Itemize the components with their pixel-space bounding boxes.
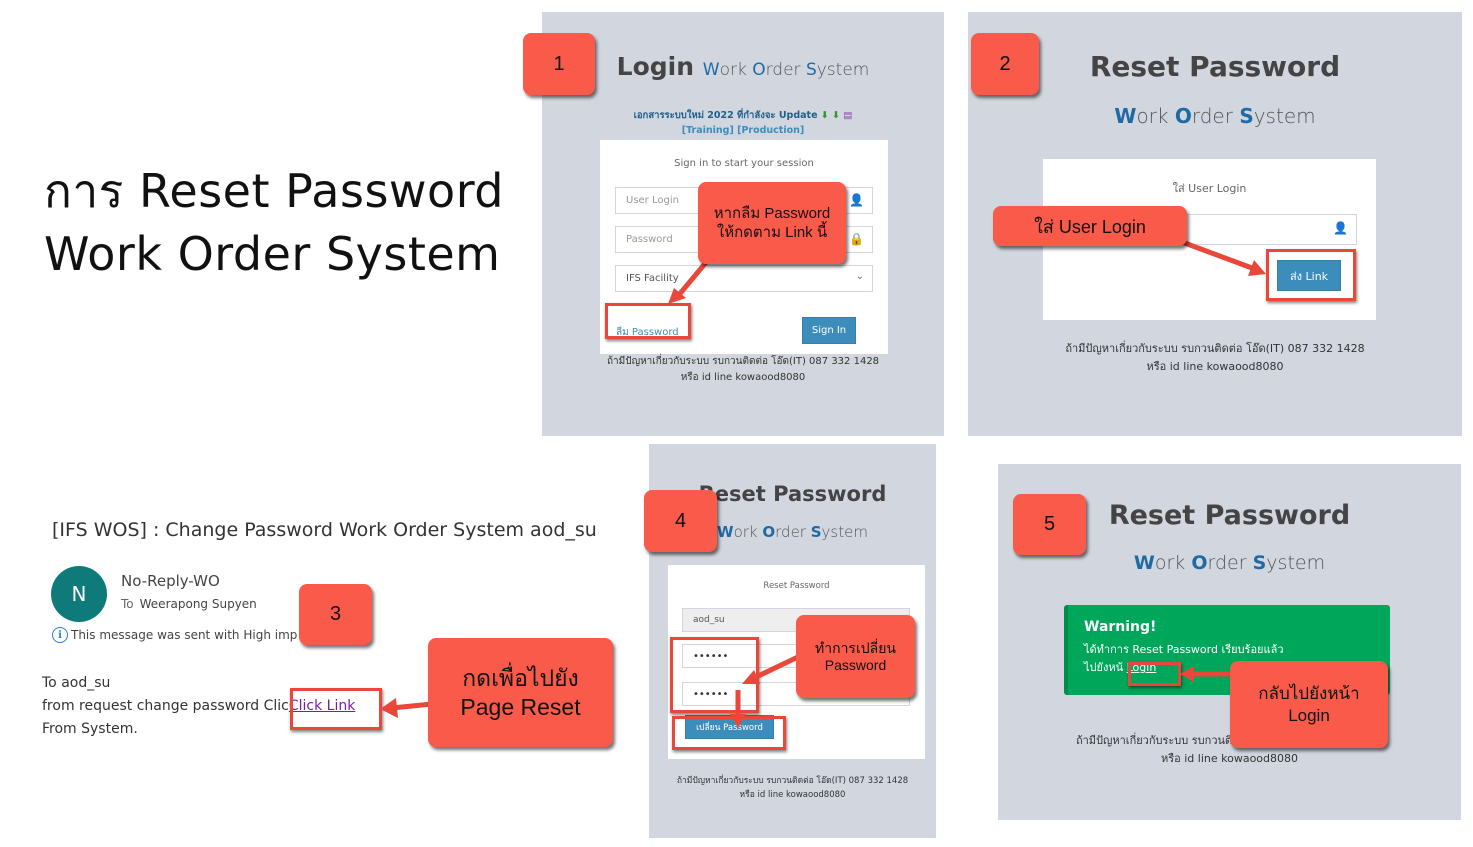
main-title-line2: Work Order System	[44, 227, 501, 281]
arrow-icon	[730, 653, 802, 728]
login-heading: Login Work Order System	[616, 52, 870, 81]
alert-title: Warning!	[1084, 619, 1157, 635]
support-footer: ถ้ามีปัญหาเกี่ยวกับระบบ รบกวนติดต่อ โอ๊ด…	[1065, 342, 1365, 373]
send-link-highlight	[1266, 249, 1356, 301]
step-badge-3: 3	[299, 584, 372, 645]
email-sender: No-Reply-WO	[121, 572, 220, 590]
page-reset-callout: กดเพื่อไปยัง Page Reset	[428, 638, 613, 747]
alert-message: ได้ทำการ Reset Password เรียบร้อยแล้ว	[1084, 643, 1284, 656]
arrow-icon	[1181, 239, 1266, 276]
manual-icon[interactable]: ▤	[843, 110, 853, 121]
change-password-button[interactable]: เปลี่ยน Password	[685, 715, 774, 739]
reset-password-heading: Reset Password	[1108, 500, 1351, 531]
step-badge-5: 5	[1013, 494, 1086, 555]
email-body: To aod_su from request change password C…	[42, 675, 356, 737]
main-title-line1: การ Reset Password	[44, 164, 504, 218]
step-badge-4: 4	[644, 490, 717, 552]
step-badge-1: 1	[523, 33, 595, 95]
avatar: N	[51, 566, 107, 622]
chevron-down-icon: ⌄	[855, 271, 864, 282]
step-badge-2: 2	[971, 33, 1039, 95]
reset-password-heading: Reset Password	[1089, 50, 1341, 83]
forgot-password-callout: หากลืม Password ให้กดตาม Link นี้	[698, 182, 846, 264]
user-icon: 👤	[1333, 221, 1348, 235]
facility-select[interactable]: IFS Facility ⌄	[615, 265, 873, 292]
sign-in-button[interactable]: Sign In	[802, 317, 856, 344]
reset-request-box-header: ใส่ User Login	[1172, 182, 1247, 195]
doc-links[interactable]: [Training] [Production]	[681, 125, 805, 136]
arrow-icon	[1180, 666, 1234, 682]
login-box-header: Sign in to start your session	[674, 158, 814, 169]
back-to-login-callout: กลับไปยังหน้า Login	[1230, 661, 1388, 748]
forgot-password-link[interactable]: ลืม Password	[616, 327, 679, 338]
change-password-box-header: Reset Password	[763, 581, 830, 591]
change-password-callout: ทำการเปลี่ยน Password	[796, 615, 915, 698]
download-icon[interactable]: ⬇	[820, 110, 829, 121]
wos-brand: Work Order System	[1114, 104, 1316, 128]
user-icon: 👤	[849, 193, 864, 207]
reset-click-link[interactable]: Click Link	[288, 698, 356, 714]
step5-success-panel: Reset Password Work Order System Warning…	[998, 464, 1461, 820]
send-link-button[interactable]: ส่ง Link	[1277, 260, 1341, 291]
reset-password-heading: Reset Password	[698, 482, 887, 506]
change-button-highlight	[672, 716, 786, 750]
importance-notice: i This message was sent with High imp	[52, 627, 297, 643]
support-footer: ถ้ามีปัญหาเกี่ยวกับระบบ รบกวนติดต่อ โอ๊ด…	[676, 776, 909, 800]
enter-user-callout: ใส่ User Login	[993, 206, 1187, 246]
doc-notice: เอกสารระบบใหม่ 2022 ที่กำลังจะ Update ⬇ …	[633, 110, 853, 121]
wos-brand: Work Order System	[717, 523, 868, 541]
email-subject: [IFS WOS] : Change Password Work Order S…	[52, 519, 597, 541]
arrow-icon	[380, 698, 433, 718]
wos-brand: Work Order System	[702, 60, 870, 80]
lock-icon: 🔒	[849, 232, 864, 246]
forgot-password-highlight	[605, 303, 691, 339]
arrow-icon	[668, 258, 710, 304]
info-icon: i	[52, 627, 68, 643]
click-link-highlight	[290, 688, 382, 730]
wos-brand: Work Order System	[1133, 552, 1326, 574]
download-icon[interactable]: ⬇	[832, 110, 841, 121]
main-title: การ Reset Password Work Order System	[44, 160, 504, 286]
support-footer: ถ้ามีปัญหาเกี่ยวกับระบบ รบกวนติดต่อ โอ๊ด…	[606, 356, 880, 383]
login-link-highlight	[1128, 662, 1181, 686]
support-footer: ถ้ามีปัญหาเกี่ยวกับระบบ รบกวนติดต่อ หรือ…	[1075, 734, 1299, 765]
